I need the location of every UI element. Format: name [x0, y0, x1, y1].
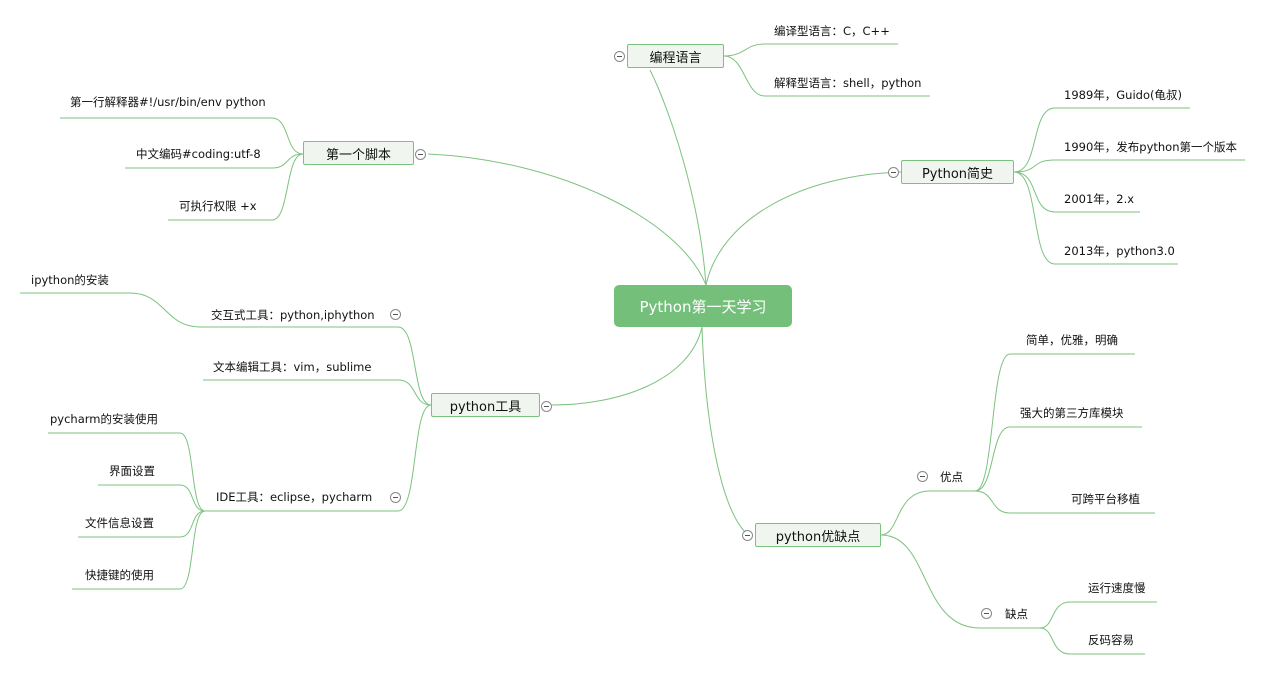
collapse-toggle-programming-languages[interactable]	[614, 51, 625, 62]
connector-script-leaf	[125, 153, 304, 169]
connector-proscons-pros	[880, 490, 975, 536]
leaf-third-party-libs[interactable]: 强大的第三方库模块	[1020, 406, 1124, 420]
connector-root-programming	[649, 69, 707, 286]
connector-ide-leaf	[72, 510, 206, 590]
connector-cons-leaf	[1039, 601, 1157, 629]
topic-python-tools[interactable]: python工具	[431, 393, 540, 417]
topic-pros-cons[interactable]: python优缺点	[755, 523, 881, 547]
sub-pros[interactable]: 优点	[940, 470, 963, 484]
leaf-coding[interactable]: 中文编码#coding:utf-8	[136, 147, 261, 161]
collapse-toggle-python-history[interactable]	[888, 167, 899, 178]
collapse-toggle-python-tools[interactable]	[541, 401, 552, 412]
leaf-shortcut-usage[interactable]: 快捷键的使用	[85, 568, 154, 582]
leaf-file-info-settings[interactable]: 文件信息设置	[85, 516, 154, 530]
connector-history-leaf	[1013, 107, 1190, 173]
leaf-compiled-language[interactable]: 编译型语言：C，C++	[774, 24, 890, 38]
collapse-toggle-interactive-tools[interactable]	[390, 309, 401, 320]
leaf-history-2013[interactable]: 2013年，python3.0	[1064, 244, 1175, 258]
connector-history-leaf	[1013, 159, 1245, 173]
connector-root-tools	[551, 326, 703, 406]
leaf-slow-speed[interactable]: 运行速度慢	[1088, 581, 1146, 595]
connector-ide-leaf	[48, 432, 206, 512]
leaf-ipython-install[interactable]: ipython的安装	[31, 273, 109, 287]
leaf-simple-elegant[interactable]: 简单，优雅，明确	[1026, 333, 1118, 347]
collapse-toggle-cons[interactable]	[981, 608, 992, 619]
connector-history-leaf	[1013, 171, 1140, 213]
collapse-toggle-first-script[interactable]	[415, 149, 426, 160]
topic-first-script[interactable]: 第一个脚本	[303, 141, 414, 165]
leaf-pycharm-install[interactable]: pycharm的安装使用	[50, 412, 158, 426]
connector-ide-leaf	[98, 484, 206, 512]
connector-cons-leaf	[1039, 627, 1145, 655]
connector-proscons-cons	[880, 534, 1040, 629]
connector-tools-interactive	[200, 326, 432, 406]
root-topic[interactable]: Python第一天学习	[614, 285, 792, 327]
connector-pros-leaf	[974, 353, 1135, 492]
leaf-history-1989[interactable]: 1989年，Guido(龟叔)	[1064, 88, 1182, 102]
sub-interactive-tools[interactable]: 交互式工具：python,iphython	[211, 308, 375, 322]
connector-programming-interpreted	[723, 55, 930, 97]
sub-cons[interactable]: 缺点	[1005, 607, 1028, 621]
connector-programming-compiled	[723, 43, 898, 57]
sub-text-editors[interactable]: 文本编辑工具：vim，sublime	[213, 360, 372, 374]
connector-root-proscons	[701, 326, 749, 536]
leaf-history-2001[interactable]: 2001年，2.x	[1064, 192, 1135, 206]
leaf-easy-decompile[interactable]: 反码容易	[1088, 633, 1134, 647]
connector-tools-editor	[203, 379, 432, 406]
collapse-toggle-pros-cons[interactable]	[742, 530, 753, 541]
connector-history-leaf	[1013, 171, 1178, 265]
connector-script-leaf	[60, 117, 304, 155]
leaf-history-1990[interactable]: 1990年，发布python第一个版本	[1064, 140, 1237, 154]
connector-script-leaf	[168, 153, 304, 221]
topic-programming-languages[interactable]: 编程语言	[627, 44, 724, 68]
leaf-exec-permission[interactable]: 可执行权限 +x	[179, 199, 257, 213]
connector-ide-leaf	[78, 510, 206, 538]
leaf-ui-settings[interactable]: 界面设置	[109, 464, 155, 478]
leaf-cross-platform[interactable]: 可跨平台移植	[1071, 492, 1140, 506]
connector-interactive-ipython	[20, 292, 201, 328]
collapse-toggle-ide-tools[interactable]	[390, 492, 401, 503]
topic-python-history[interactable]: Python简史	[901, 160, 1014, 184]
connector-root-history	[705, 171, 902, 286]
collapse-toggle-pros[interactable]	[917, 471, 928, 482]
connector-tools-ide	[205, 404, 432, 512]
connector-pros-leaf	[974, 426, 1142, 492]
connector-pros-leaf	[974, 490, 1155, 514]
connector-root-script	[427, 153, 707, 286]
sub-ide-tools[interactable]: IDE工具：eclipse，pycharm	[216, 490, 373, 504]
leaf-shebang[interactable]: 第一行解释器#!/usr/bin/env python	[70, 95, 266, 109]
leaf-interpreted-language[interactable]: 解释型语言：shell，python	[774, 76, 922, 90]
